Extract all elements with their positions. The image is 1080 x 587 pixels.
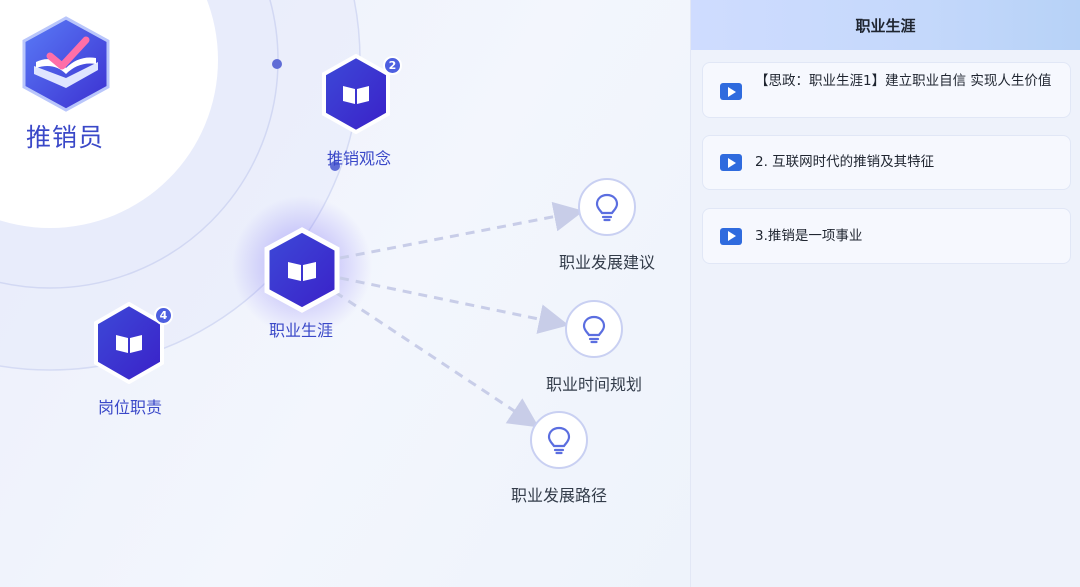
lightbulb-icon <box>547 426 571 455</box>
node-label-gangwei-zhize[interactable]: 岗位职责 <box>97 398 163 417</box>
hex-shape <box>322 53 390 135</box>
book-icon <box>343 86 369 104</box>
book-icon <box>116 335 142 353</box>
leaf-label-lujing[interactable]: 职业发展路径 <box>510 486 608 505</box>
node-label-tuixiao-guannian[interactable]: 推销观念 <box>326 149 392 168</box>
leaf-guihua[interactable] <box>565 300 623 358</box>
node-zhiye-shengya[interactable] <box>263 227 341 313</box>
leaf-label-guihua[interactable]: 职业时间规划 <box>545 375 643 394</box>
link-to-jianyi <box>339 201 584 260</box>
play-icon[interactable] <box>720 154 742 171</box>
leaf-jianyi[interactable] <box>578 178 636 236</box>
lesson-item-1[interactable]: 【思政：职业生涯1】建立职业自信 实现人生价值 <box>702 62 1071 118</box>
hex-shape-active <box>264 227 340 313</box>
panel-title: 职业生涯 <box>691 0 1080 50</box>
knowledge-map: 推销员 2 推销观念 职业生涯 <box>0 0 690 587</box>
orbit-dot <box>330 161 340 171</box>
lesson-title: 2. 互联网时代的推销及其特征 <box>755 154 935 170</box>
open-book-check-logo <box>22 16 110 112</box>
link-to-lujing <box>334 290 540 428</box>
node-tuixiao-guannian[interactable]: 2 <box>321 53 402 135</box>
node-gangwei-zhize[interactable]: 4 <box>93 301 173 385</box>
node-badge: 4 <box>154 306 173 325</box>
lesson-title: 【思政：职业生涯1】建立职业自信 实现人生价值 <box>755 73 1052 89</box>
link-to-guihua <box>339 276 569 334</box>
lesson-title: 3.推销是一项事业 <box>755 227 863 244</box>
node-badge: 2 <box>383 56 402 75</box>
lightbulb-icon <box>595 193 619 222</box>
lesson-item-2[interactable]: 2. 互联网时代的推销及其特征 <box>702 135 1071 190</box>
play-icon[interactable] <box>720 83 742 100</box>
orbit-dot <box>272 59 282 69</box>
lesson-panel: 职业生涯 【思政：职业生涯1】建立职业自信 实现人生价值 2. 互联网时代的推销… <box>690 0 1080 587</box>
book-icon <box>288 262 316 281</box>
node-label-zhiye-shengya[interactable]: 职业生涯 <box>268 321 334 340</box>
play-icon[interactable] <box>720 227 742 245</box>
lesson-item-3[interactable]: 3.推销是一项事业 <box>702 208 1071 264</box>
leaf-lujing[interactable] <box>530 411 588 469</box>
leaf-label-jianyi[interactable]: 职业发展建议 <box>558 253 656 272</box>
root-title: 推销员 <box>26 123 105 152</box>
lightbulb-icon <box>582 315 606 344</box>
